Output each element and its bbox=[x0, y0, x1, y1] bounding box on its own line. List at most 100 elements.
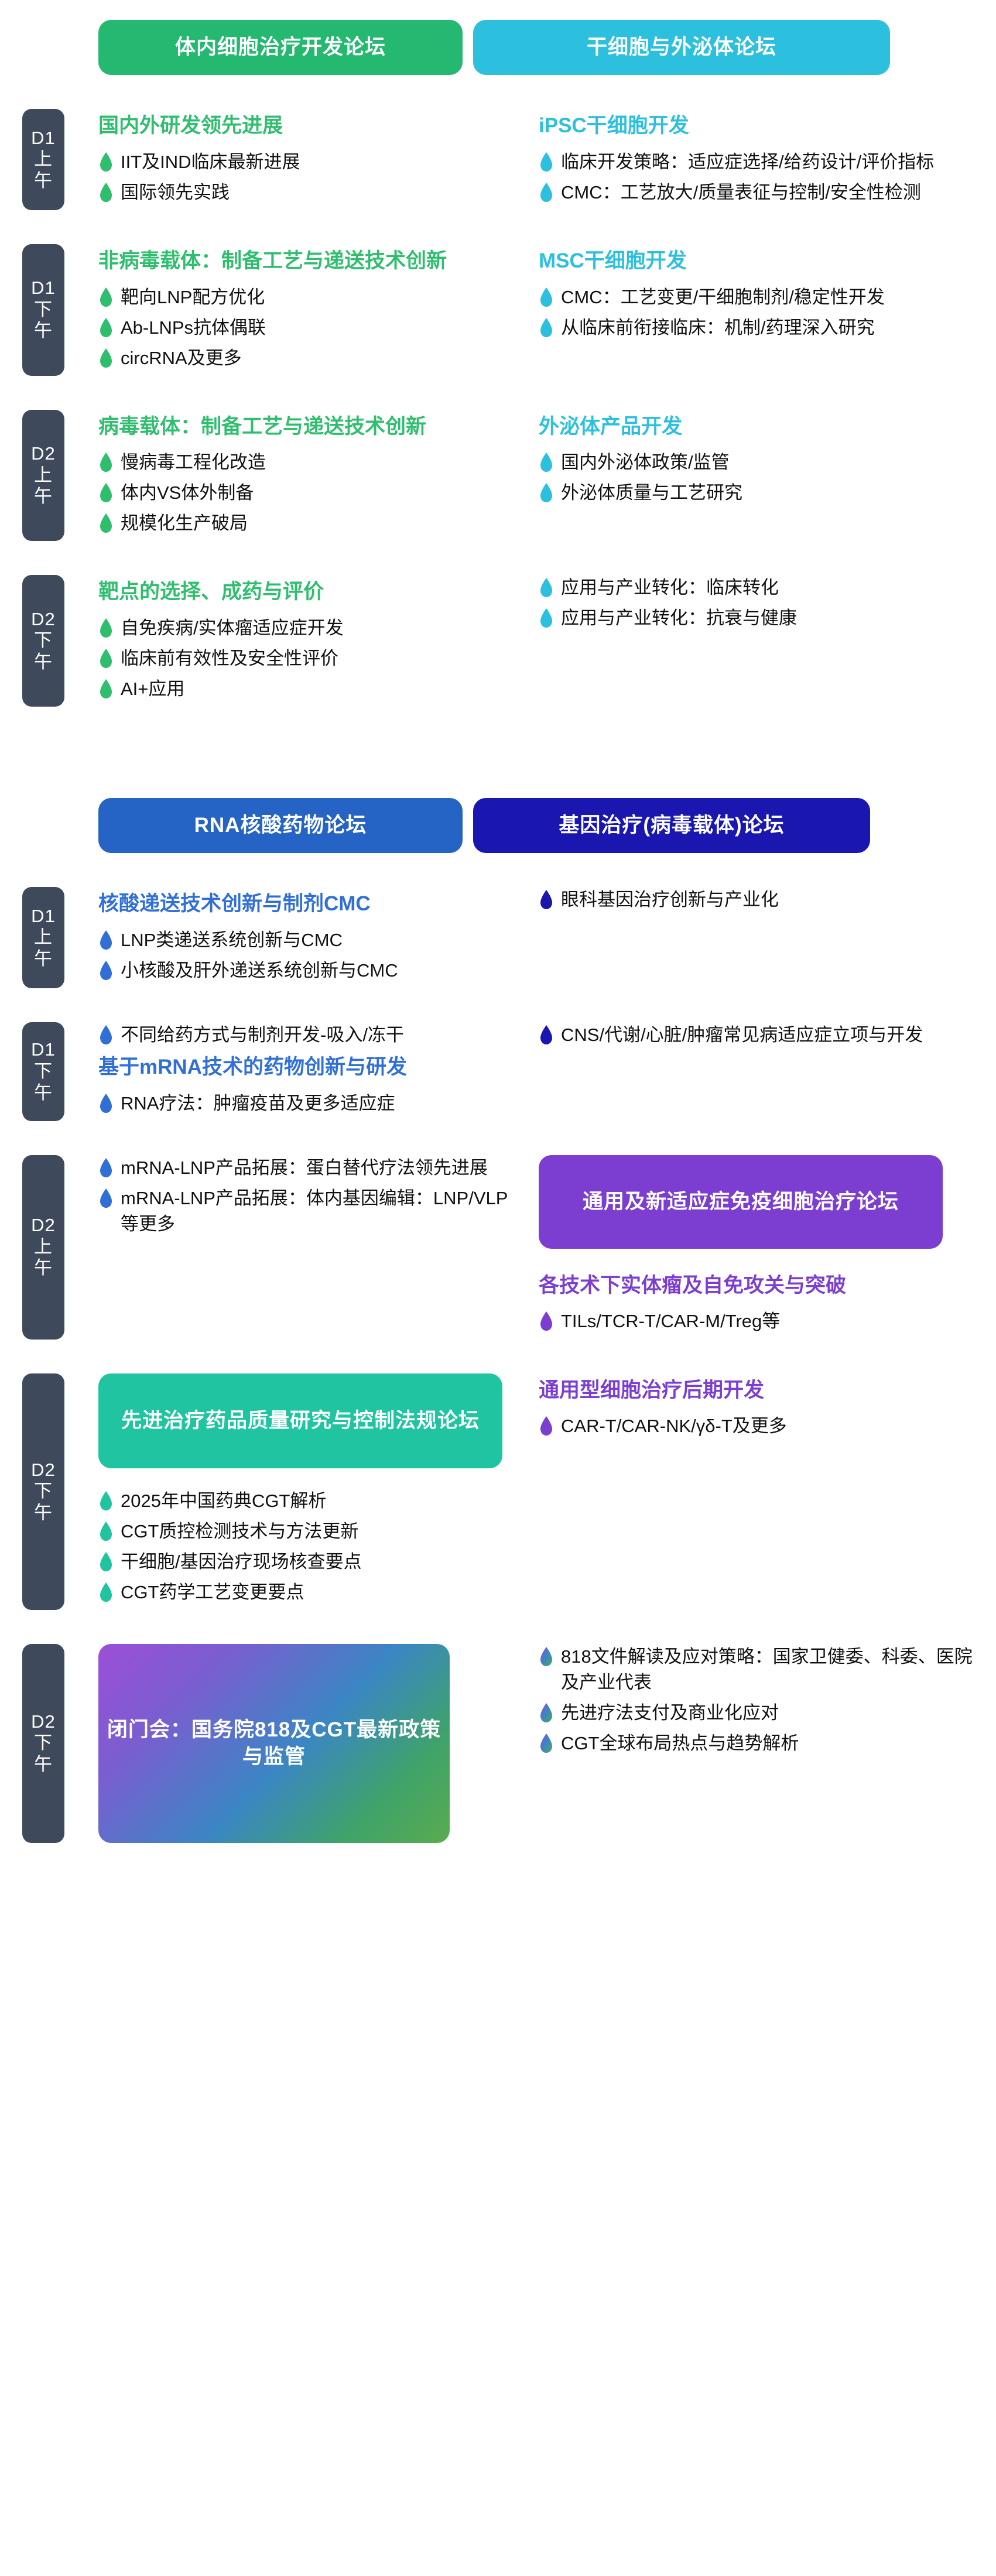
agenda-bullet-text: 国内外泌体政策/监管 bbox=[561, 452, 730, 473]
agenda-bullet: CMC：工艺放大/质量表征与控制/安全性检测 bbox=[539, 180, 978, 205]
droplet-bullet-icon bbox=[539, 608, 554, 628]
day-label: D1 bbox=[31, 905, 56, 926]
agenda-session-title: 外泌体产品开发 bbox=[539, 415, 683, 438]
forum-header-slot: 体内细胞治疗开发论坛 bbox=[0, 20, 463, 75]
spacer bbox=[0, 0, 996, 20]
agenda-bullet: 应用与产业转化：临床转化 bbox=[539, 575, 978, 601]
spacer bbox=[0, 210, 996, 244]
spacer bbox=[0, 376, 996, 410]
forum-header-pill[interactable]: 干细胞与外泌体论坛 bbox=[473, 20, 890, 75]
agenda-bullet-list: 国内外泌体政策/监管外泌体质量与工艺研究 bbox=[539, 450, 978, 506]
agenda-bullet-text: 818文件解读及应对策略：国家卫健委、科委、医院及产业代表 bbox=[561, 1646, 973, 1693]
forum-header-pill-inline[interactable]: 先进治疗药品质量研究与控制法规论坛 bbox=[98, 1373, 502, 1468]
spacer bbox=[0, 1340, 996, 1373]
agenda-session-title: 核酸递送技术创新与制剂CMC bbox=[98, 892, 371, 916]
spacer bbox=[0, 1121, 996, 1155]
agenda-bullet: 临床前有效性及安全性评价 bbox=[98, 646, 515, 672]
agenda-bullet: CMC：工艺变更/干细胞制剂/稳定性开发 bbox=[539, 285, 978, 310]
droplet-bullet-icon bbox=[539, 483, 554, 503]
day-label: D2 bbox=[31, 443, 56, 464]
agenda-session-title: 各技术下实体瘤及自免攻关与突破 bbox=[539, 1273, 847, 1297]
forum-header-pill[interactable]: 体内细胞治疗开发论坛 bbox=[98, 20, 463, 75]
time-part-label: 午 bbox=[34, 1753, 53, 1775]
agenda-column-right: 818文件解读及应对策略：国家卫健委、科委、医院及产业代表先进疗法支付及商业化应… bbox=[527, 1644, 990, 1843]
agenda-bullet: 外泌体质量与工艺研究 bbox=[539, 480, 978, 506]
time-part-label: 上 bbox=[34, 1236, 53, 1257]
agenda-bullet: CGT全球布局热点与趋势解析 bbox=[539, 1731, 978, 1756]
forum-header-label: 基因治疗(病毒载体)论坛 bbox=[559, 814, 785, 837]
spacer bbox=[0, 1610, 996, 1644]
agenda-bullet-list: CNS/代谢/心脏/肿瘤常见病适应症立项与开发 bbox=[539, 1022, 978, 1048]
closed-door-header-pill[interactable]: 闭门会：国务院818及CGT最新政策与监管 bbox=[98, 1643, 450, 1843]
day-label: D2 bbox=[31, 1215, 56, 1236]
droplet-bullet-icon bbox=[539, 317, 554, 338]
droplet-bullet-icon bbox=[98, 287, 114, 307]
spacer bbox=[0, 707, 996, 741]
forum-header-pill[interactable]: RNA核酸药物论坛 bbox=[98, 798, 463, 854]
droplet-bullet-icon bbox=[98, 317, 114, 338]
agenda-bullet-text: 临床前有效性及安全性评价 bbox=[121, 648, 338, 669]
agenda-bullet: 818文件解读及应对策略：国家卫健委、科委、医院及产业代表 bbox=[539, 1644, 978, 1695]
agenda-bullet: CAR-T/CAR-NK/γδ-T及更多 bbox=[539, 1413, 978, 1439]
agenda-bullet-text: 靶向LNP配方优化 bbox=[121, 286, 265, 307]
agenda-bullet: mRNA-LNP产品拓展：蛋白替代疗法领先进展 bbox=[98, 1155, 515, 1181]
agenda-bullet-list: 靶向LNP配方优化 Ab-LNPs抗体偶联 circRNA及更多 bbox=[98, 285, 515, 371]
forum-header-pill[interactable]: 基因治疗(病毒载体)论坛 bbox=[473, 798, 870, 854]
agenda-bullet-list: IIT及IND临床最新进展国际领先实践 bbox=[98, 149, 515, 205]
agenda-bullet-text: 国际领先实践 bbox=[121, 181, 230, 203]
droplet-bullet-icon bbox=[98, 1157, 114, 1178]
agenda-bullet: 自免疾病/实体瘤适应症开发 bbox=[98, 615, 515, 641]
agenda-bullet-list: CMC：工艺变更/干细胞制剂/稳定性开发从临床前衔接临床：机制/药理深入研究 bbox=[539, 285, 978, 341]
forum-header-label: 先进治疗药品质量研究与控制法规论坛 bbox=[121, 1409, 480, 1432]
forum-header-pill-inline[interactable]: 通用及新适应症免疫细胞治疗论坛 bbox=[539, 1155, 943, 1249]
droplet-bullet-icon bbox=[539, 152, 554, 172]
agenda-bullet-text: 小核酸及肝外递送系统创新与CMC bbox=[121, 960, 398, 981]
agenda-bullet: Ab-LNPs抗体偶联 bbox=[98, 315, 515, 341]
agenda-bullet-text: 从临床前衔接临床：机制/药理深入研究 bbox=[561, 317, 875, 338]
droplet-bullet-icon bbox=[98, 1521, 114, 1542]
forum-header-label: 通用及新适应症免疫细胞治疗论坛 bbox=[582, 1190, 899, 1213]
agenda-bullet-list: 应用与产业转化：临床转化应用与产业转化：抗衰与健康 bbox=[539, 575, 978, 631]
agenda-bullet-text: TILs/TCR-T/CAR-M/Treg等 bbox=[561, 1311, 781, 1332]
time-part-label: 上 bbox=[34, 464, 53, 485]
agenda-bullet-text: CNS/代谢/心脏/肿瘤常见病适应症立项与开发 bbox=[561, 1024, 923, 1045]
time-part-label: 午 bbox=[34, 486, 53, 507]
agenda-bullet-list: 818文件解读及应对策略：国家卫健委、科委、医院及产业代表先进疗法支付及商业化应… bbox=[539, 1644, 978, 1756]
agenda-bullet-text: 干细胞/基因治疗现场核查要点 bbox=[121, 1551, 362, 1572]
droplet-bullet-icon bbox=[98, 1025, 114, 1045]
agenda-bullet-text: 不同给药方式与制剂开发-吸入/冻干 bbox=[121, 1024, 404, 1045]
agenda-bullet-text: CMC：工艺放大/质量表征与控制/安全性检测 bbox=[561, 181, 921, 203]
forum-header-slot: RNA核酸药物论坛 bbox=[0, 798, 463, 854]
agenda-session-title: 通用型细胞治疗后期开发 bbox=[539, 1378, 765, 1402]
spacer bbox=[0, 75, 996, 109]
spacer bbox=[98, 1468, 515, 1488]
agenda-bullet: mRNA-LNP产品拓展：体内基因编辑：LNP/VLP等更多 bbox=[98, 1186, 515, 1237]
time-part-label: 午 bbox=[34, 1082, 53, 1103]
agenda-bullet: circRNA及更多 bbox=[98, 345, 515, 371]
droplet-bullet-icon bbox=[98, 1093, 114, 1114]
agenda-bullet-text: 先进疗法支付及商业化应对 bbox=[561, 1702, 779, 1723]
agenda-bullet-text: circRNA及更多 bbox=[121, 347, 242, 368]
agenda-bullet-text: 外泌体质量与工艺研究 bbox=[561, 482, 742, 503]
time-part-label: 午 bbox=[34, 652, 53, 673]
agenda-bullet-list: 慢病毒工程化改造体内VS体外制备规模化生产破局 bbox=[98, 450, 515, 536]
spacer bbox=[0, 541, 996, 575]
droplet-bullet-icon bbox=[539, 1703, 554, 1723]
droplet-bullet-icon bbox=[539, 1311, 554, 1331]
agenda-column-right: 眼科基因治疗创新与产业化 bbox=[527, 887, 990, 988]
agenda-bullet-text: 临床开发策略：适应症选择/给药设计/评价指标 bbox=[561, 151, 935, 172]
agenda-bullet: CNS/代谢/心脏/肿瘤常见病适应症立项与开发 bbox=[539, 1022, 978, 1048]
agenda-bullet: 小核酸及肝外递送系统创新与CMC bbox=[98, 958, 515, 984]
agenda-bullet-list: CAR-T/CAR-NK/γδ-T及更多 bbox=[539, 1413, 978, 1439]
time-part-label: 下 bbox=[34, 1732, 53, 1753]
